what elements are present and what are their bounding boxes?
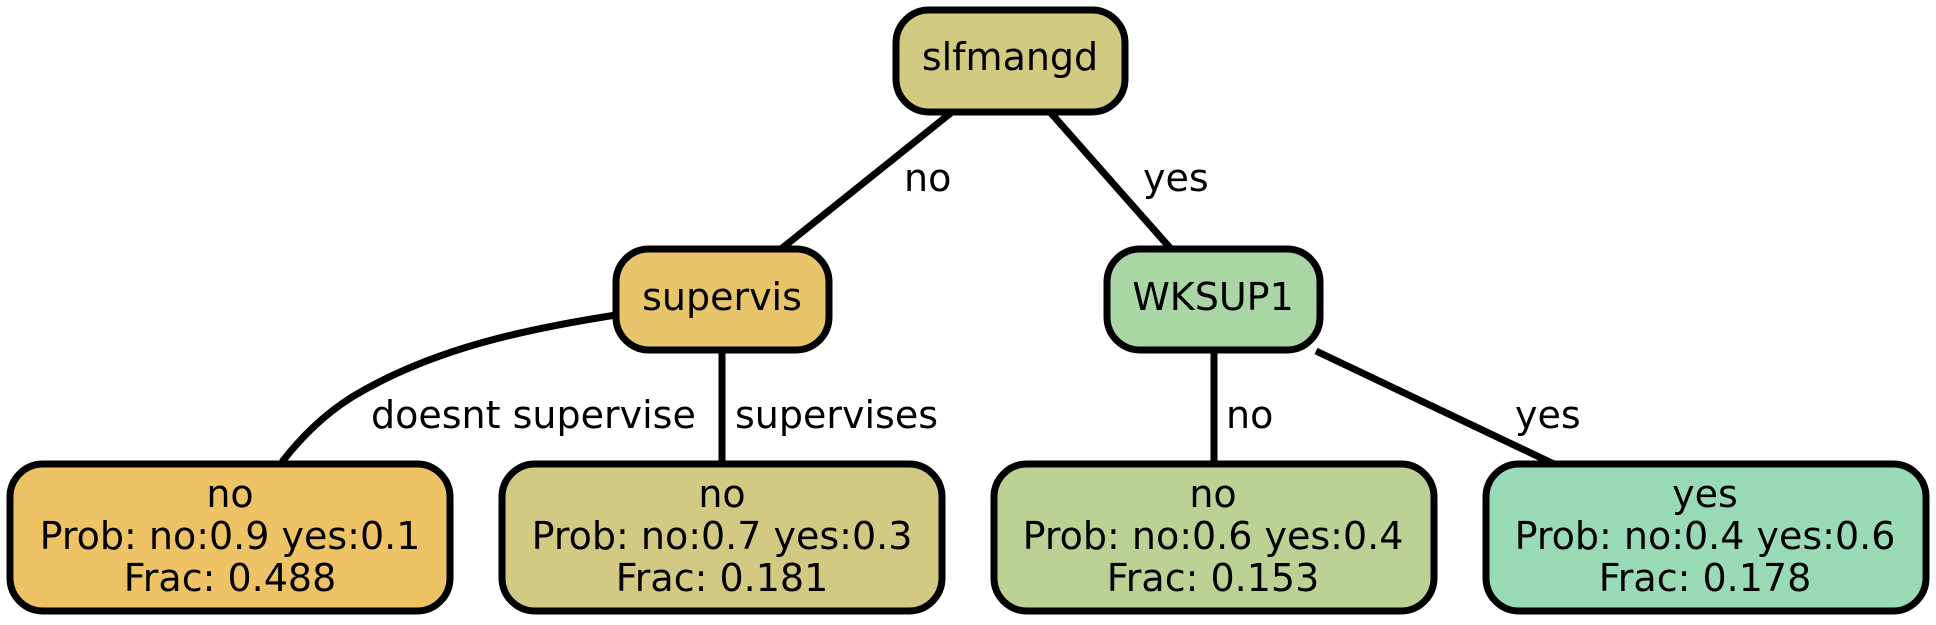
node-wksup1-label: WKSUP1 (1132, 275, 1294, 319)
edge-label-root-supervis: no (904, 156, 951, 200)
leaf-node-3: no Prob: no:0.6 yes:0.4 Frac: 0.153 (990, 460, 1438, 615)
leaf-node-1-class: no (206, 472, 253, 516)
leaf-node-1-box (6, 460, 454, 615)
leaf-node-3-box (990, 460, 1438, 615)
node-root-label: slfmangd (922, 35, 1098, 79)
edge-label-root-wksup1: yes (1143, 156, 1209, 200)
edge-supervis-to-leaf1 (279, 311, 617, 465)
node-supervis-label: supervis (642, 275, 802, 319)
node-wksup1-box (1103, 245, 1324, 354)
node-supervis-box (612, 245, 833, 354)
leaf-node-2-frac: Frac: 0.181 (616, 556, 829, 600)
leaf-node-3-frac: Frac: 0.153 (1107, 556, 1320, 600)
edge-root-to-wksup1 (1047, 109, 1174, 252)
edge-root-to-supervis (778, 109, 955, 252)
edge-wksup1-to-leaf4 (1314, 347, 1558, 469)
leaf-node-4-class: yes (1672, 472, 1738, 516)
node-wksup1: WKSUP1 (1103, 245, 1324, 354)
node-supervis: supervis (612, 245, 833, 354)
leaf-node-3-class: no (1189, 472, 1236, 516)
leaf-node-4-box (1482, 460, 1930, 615)
leaf-node-2: no Prob: no:0.7 yes:0.3 Frac: 0.181 (498, 460, 946, 615)
leaf-node-2-prob: Prob: no:0.7 yes:0.3 (532, 514, 913, 558)
leaf-node-4-prob: Prob: no:0.4 yes:0.6 (1515, 514, 1896, 558)
leaf-node-3-prob: Prob: no:0.6 yes:0.4 (1023, 514, 1404, 558)
node-root-box (892, 6, 1129, 116)
edge-label-wksup1-leaf4: yes (1515, 393, 1581, 437)
leaf-node-1-prob: Prob: no:0.9 yes:0.1 (40, 514, 421, 558)
leaf-node-4: yes Prob: no:0.4 yes:0.6 Frac: 0.178 (1482, 460, 1930, 615)
leaf-node-2-box (498, 460, 946, 615)
leaf-node-4-frac: Frac: 0.178 (1599, 556, 1812, 600)
leaf-node-1-frac: Frac: 0.488 (124, 556, 337, 600)
leaf-node-1: no Prob: no:0.9 yes:0.1 Frac: 0.488 (6, 460, 454, 615)
node-root: slfmangd (892, 6, 1129, 116)
leaf-node-2-class: no (698, 472, 745, 516)
edge-label-supervis-leaf2: supervises (735, 393, 938, 437)
edge-label-wksup1-leaf3: no (1226, 393, 1273, 437)
edge-label-supervis-leaf1: doesnt supervise (371, 393, 696, 437)
